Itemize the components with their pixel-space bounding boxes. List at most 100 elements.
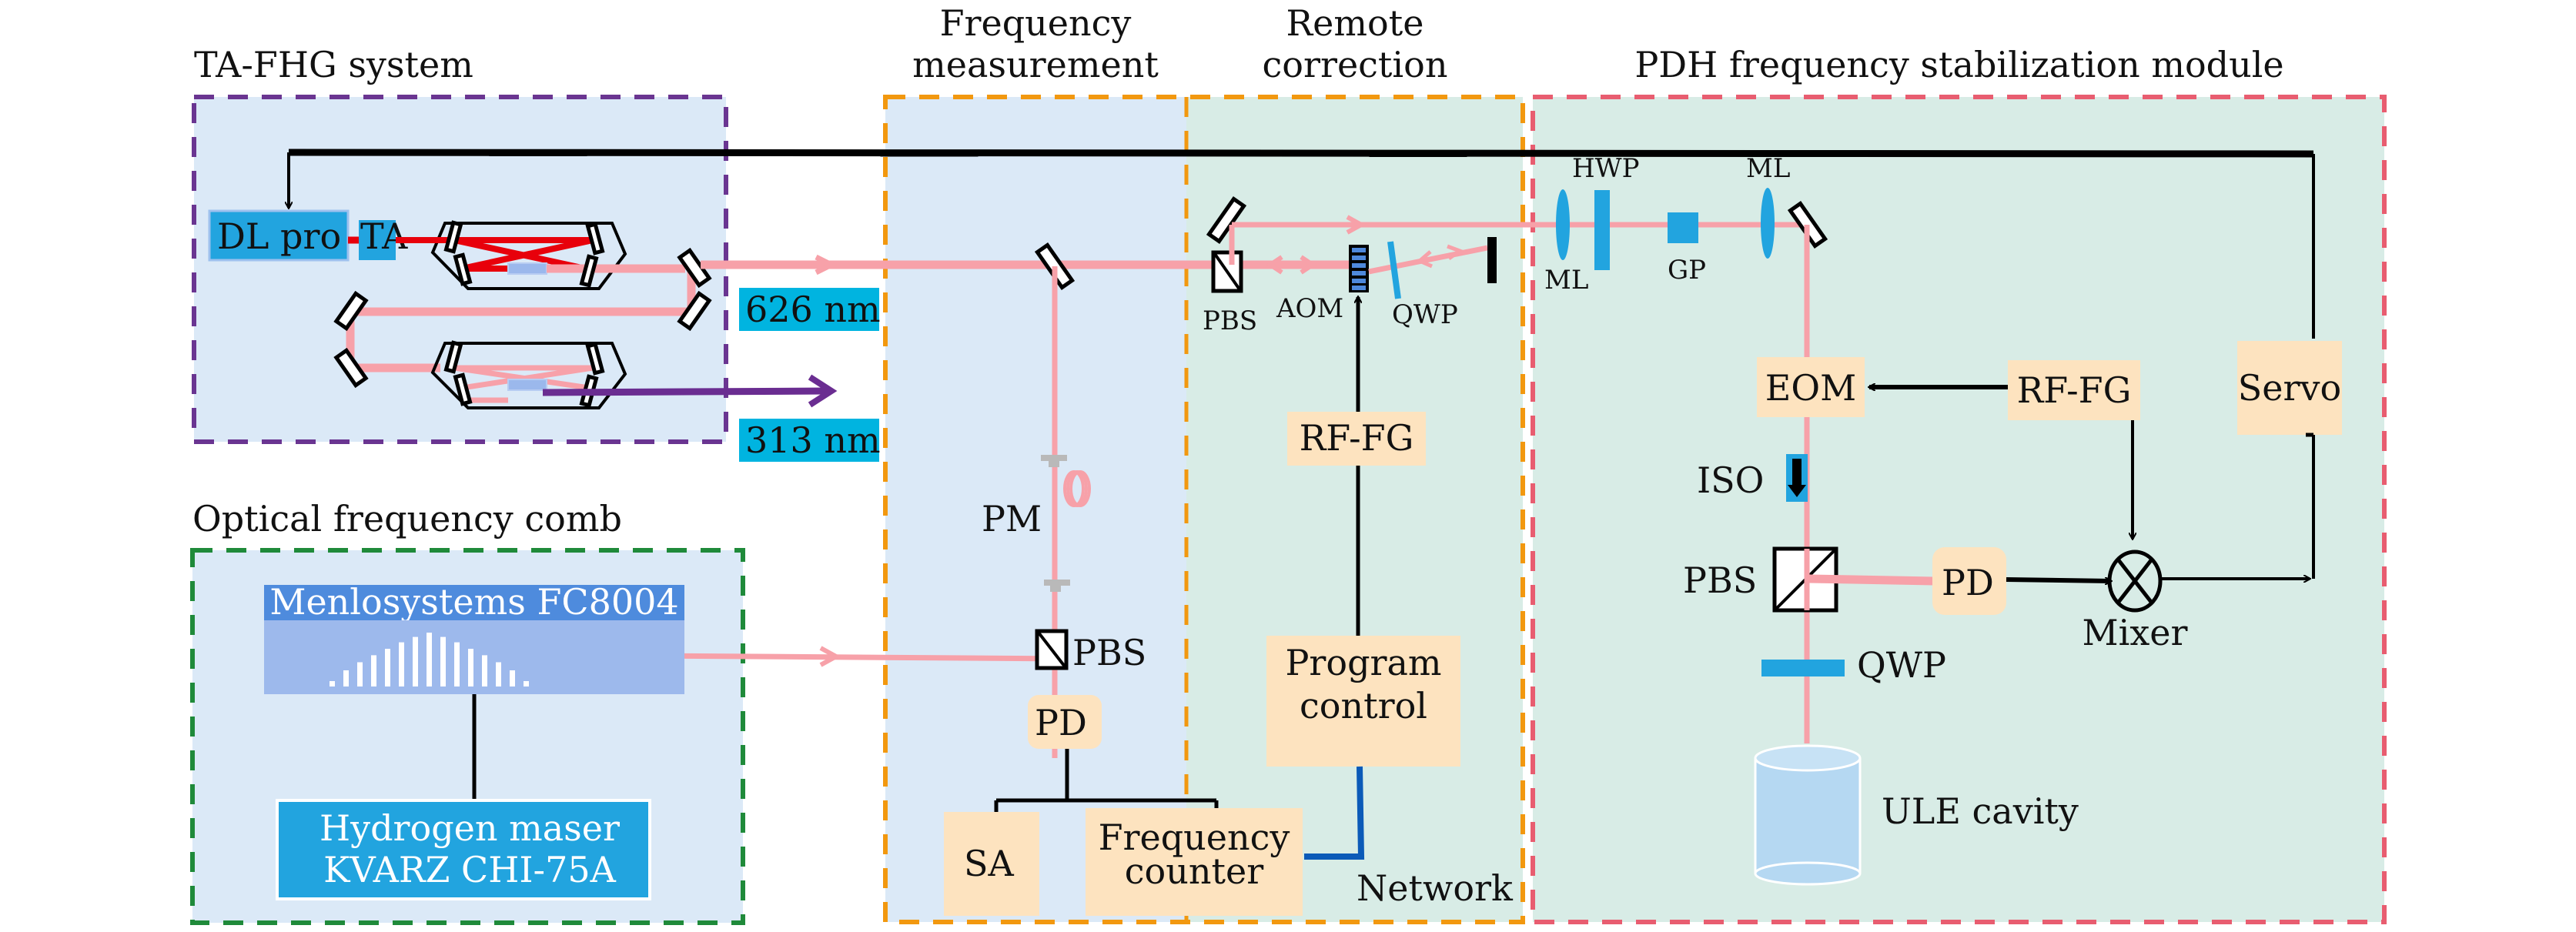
- sa-label: SA: [964, 843, 1015, 884]
- pdh-qwp-label: QWP: [1857, 644, 1946, 686]
- retro-mirror: [1487, 237, 1497, 283]
- heading-tafhg: TA-FHG system: [194, 44, 473, 85]
- comb-tooth: [482, 655, 487, 686]
- freq-pd-label: PD: [1035, 702, 1087, 743]
- pdh-ml2-lens: [1761, 188, 1775, 259]
- pdh-ml1-lens: [1556, 189, 1570, 260]
- comb-beam-arrow: [819, 646, 841, 667]
- aom-double-arrow: [1266, 255, 1317, 275]
- network-link: [1304, 766, 1365, 860]
- eom-box: [1757, 357, 1865, 417]
- counter-box: [1086, 808, 1303, 916]
- comb-label: Menlosystems FC8004: [269, 581, 678, 623]
- beam-313: [542, 387, 828, 396]
- comb-body: [264, 620, 684, 694]
- remote-qwp: [1387, 241, 1401, 299]
- mixer-label: Mixer: [2083, 612, 2188, 653]
- dl-pro-box: [208, 209, 350, 262]
- comb-tooth: [427, 633, 432, 686]
- comb-beam: [647, 653, 1067, 662]
- comb-tooth: [454, 642, 460, 686]
- maser-box: [276, 799, 651, 900]
- remote-qwp-label: QWP: [1392, 299, 1458, 330]
- heading-freq-line1: Frequency: [940, 2, 1132, 44]
- program-control-box: [1266, 636, 1460, 767]
- pm-label: PM: [982, 498, 1042, 539]
- maser-label-2: KVARZ CHI-75A: [323, 849, 616, 890]
- wl-626-label: 626 nm: [745, 289, 881, 330]
- comb-tooth: [343, 670, 349, 686]
- relay-mirror-2: [677, 290, 712, 332]
- beam-arrow-1: [815, 254, 838, 276]
- pm-fiber: [1041, 455, 1091, 592]
- eom-label: EOM: [1765, 367, 1856, 409]
- pdh-pd-label: PD: [1942, 562, 1994, 603]
- wl-626-badge: [739, 288, 879, 331]
- pdh-gp-label: GP: [1668, 255, 1706, 286]
- aom: [1349, 245, 1369, 292]
- comb-tooth: [357, 662, 363, 686]
- upper-beam-arrow: [1346, 215, 1367, 235]
- pdh-rf-fg-box-fill: [2008, 360, 2140, 420]
- pdh-ml1-label: ML: [1544, 265, 1588, 296]
- pdh-pd-box: [1932, 547, 2006, 615]
- remote-pbs: [1211, 250, 1243, 293]
- comb-teeth: [330, 633, 529, 686]
- heading-ofc: Optical frequency comb: [192, 498, 622, 539]
- heading-freq-line2: measurement: [912, 44, 1159, 85]
- aom-label: AOM: [1276, 293, 1343, 324]
- heading-remote-line2: correction: [1263, 44, 1448, 85]
- dl-pro-label: DL pro: [217, 215, 341, 257]
- ta-box: [359, 220, 396, 260]
- program-label-2: control: [1300, 685, 1427, 727]
- relay-mirror-4: [333, 347, 369, 389]
- wl-313-label: 313 nm: [745, 419, 881, 461]
- relay-mirror-3: [333, 290, 369, 332]
- remote-rf-fg-box: [1287, 412, 1426, 466]
- feedback-wire: [288, 149, 2314, 158]
- freq-measurement-panel: [885, 97, 1186, 922]
- pbs-to-pd-beam: [1808, 574, 1935, 586]
- remote-pbs-label: PBS: [1203, 306, 1257, 336]
- retro-double-arrow: [1416, 244, 1464, 269]
- wl-313-badge: [739, 419, 879, 462]
- pdh-hwp-label: HWP: [1572, 153, 1639, 184]
- comb-tooth: [496, 662, 501, 686]
- freq-pbs-label: PBS: [1072, 632, 1146, 673]
- servo-label: Servo: [2238, 367, 2341, 409]
- pdh-gp: [1668, 212, 1698, 243]
- remote-rf-fg-label: RF-FG: [1300, 417, 1414, 459]
- pdh-pbs-label: PBS: [1683, 560, 1757, 601]
- remote-deflect-beam: [1368, 245, 1488, 275]
- comb-tooth: [468, 649, 473, 686]
- iso-arrow-icon: [1788, 459, 1806, 497]
- comb-tooth: [510, 670, 515, 686]
- counter-label-1: Frequency: [1099, 817, 1290, 858]
- freq-pd-box: [1028, 695, 1102, 749]
- program-label-1: Program: [1285, 642, 1441, 683]
- relay-mirror-1: [677, 247, 712, 289]
- comb-tooth: [371, 655, 376, 686]
- servo-box: [2237, 341, 2342, 435]
- comb-tooth: [413, 636, 418, 686]
- pdh-rf-fg-label: RF-FG: [2017, 369, 2132, 411]
- pd-split-wire: [994, 749, 1219, 812]
- sa-box: [944, 812, 1039, 916]
- comb-tooth: [524, 681, 529, 686]
- counter-label-2: counter: [1125, 850, 1263, 892]
- freq-pbs: [1035, 629, 1069, 670]
- remote-correction-panel: [883, 95, 1525, 924]
- pdh-ml2-label: ML: [1746, 153, 1790, 184]
- remote-mirror: [1206, 195, 1247, 245]
- pd-to-mixer-wire: [2006, 580, 2111, 581]
- ule-cavity-icon: [1754, 744, 1862, 886]
- mixer-icon: [2107, 550, 2163, 613]
- comb-title-bar: [264, 585, 684, 620]
- network-label: Network: [1357, 867, 1514, 909]
- pdh-qwp: [1761, 660, 1845, 676]
- comb-tooth: [399, 642, 404, 686]
- iso-label: ISO: [1697, 459, 1764, 501]
- ta-label: TA: [360, 215, 408, 257]
- heading-remote-line1: Remote: [1286, 2, 1424, 44]
